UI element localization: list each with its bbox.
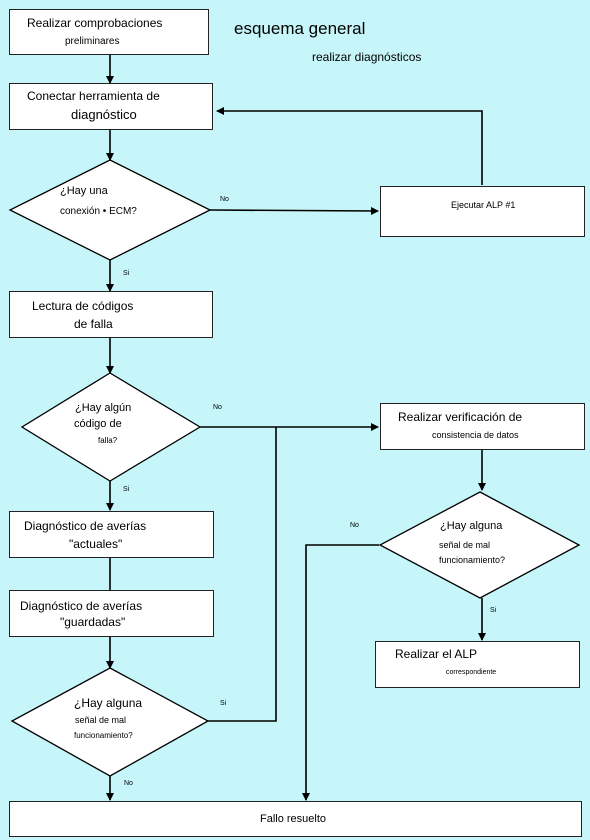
box-label-line1: Conectar herramienta de — [27, 89, 160, 103]
edge-signal-si-merge — [208, 427, 277, 722]
decision-ecm-line2: conexión • ECM? — [60, 206, 137, 217]
decision-ecm-line1: ¿Hay una — [60, 185, 108, 197]
branch-label-signal-right-no: No — [350, 522, 359, 529]
decision-code-line3: falla? — [98, 436, 118, 445]
box-verify-consistency: Realizar verificación de consistencia de… — [380, 403, 585, 450]
box-connect-tool: Conectar herramienta de diagnóstico — [9, 83, 213, 130]
box-label-line2: consistencia de datos — [432, 430, 519, 440]
branch-label-ecm-si: Si — [123, 270, 130, 277]
box-label-line1: Realizar el ALP — [395, 647, 478, 661]
box-read-codes: Lectura de códigos de falla — [9, 291, 213, 338]
branch-label-signal-left-si: Si — [220, 700, 227, 707]
box-label-line1: Realizar verificación de — [398, 410, 523, 424]
decision-code-line1: ¿Hay algún — [75, 402, 132, 414]
branch-label-signal-right-si: Si — [490, 607, 497, 614]
decision-signal-right-diamond — [378, 491, 581, 599]
box-current-faults: Diagnóstico de averías "actuales" — [9, 511, 214, 558]
box-preliminary-checks: Realizar comprobaciones preliminares — [9, 9, 209, 55]
decision-code-diamond — [20, 372, 202, 482]
box-label-line2: correspondiente — [446, 669, 497, 676]
box-stored-faults: Diagnóstico de averías "guardadas" — [9, 590, 214, 637]
decision-ecm-diamond — [8, 159, 212, 261]
branch-label-signal-left-no: No — [124, 780, 133, 787]
branch-label-ecm-no: No — [220, 196, 229, 203]
decision-signal-right-line2: señal de mal — [439, 540, 491, 550]
edge-alp1-loop-to-connect — [216, 107, 483, 185]
box-label-line2: diagnóstico — [71, 107, 137, 122]
box-run-alp1: Ejecutar ALP #1 — [380, 186, 585, 237]
box-label: Fallo resuelto — [260, 813, 327, 825]
diagram-subtitle: realizar diagnósticos — [312, 50, 422, 64]
decision-signal-left-diamond — [10, 667, 210, 777]
box-label-line1: Diagnóstico de averías — [24, 519, 147, 533]
box-label-line1: Lectura de códigos — [32, 299, 134, 313]
box-label-line1: Realizar comprobaciones — [27, 16, 163, 30]
box-label-line2: "guardadas" — [60, 615, 126, 629]
decision-signal-right-line1: ¿Hay alguna — [440, 520, 503, 532]
branch-label-code-si: Si — [123, 486, 130, 493]
branch-label-code-no: No — [213, 404, 222, 411]
diagram-title: esquema general — [234, 19, 366, 38]
decision-signal-left-line1: ¿Hay alguna — [74, 696, 143, 710]
box-run-alp: Realizar el ALP correspondiente — [375, 641, 580, 688]
box-label: Ejecutar ALP #1 — [451, 200, 516, 210]
decision-code-line2: código de — [74, 418, 122, 430]
box-label-line2: de falla — [74, 317, 113, 331]
box-label-line1: Diagnóstico de averías — [20, 599, 143, 613]
decision-signal-left-line2: señal de mal — [75, 715, 127, 725]
edge-signal-no-to-resolved — [302, 544, 379, 801]
decision-signal-left-line3: funcionamiento? — [74, 731, 133, 740]
decision-signal-right-line3: funcionamiento? — [439, 555, 506, 565]
box-label-line2: "actuales" — [69, 537, 123, 551]
box-label-line2: preliminares — [65, 36, 120, 47]
edge-ecm-no-to-alp1 — [209, 206, 379, 215]
box-fault-resolved: Fallo resuelto — [9, 801, 582, 837]
